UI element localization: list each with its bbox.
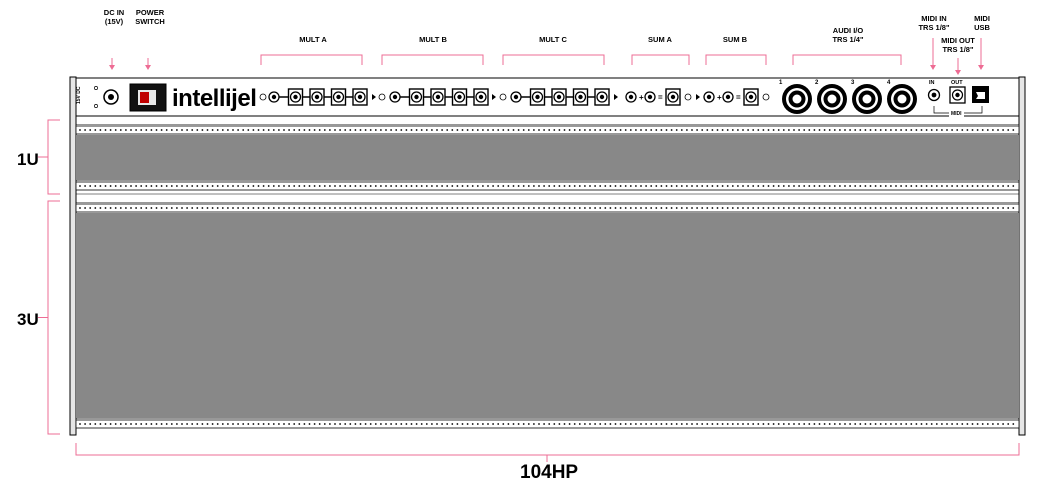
sum-a-plus: + [639,93,644,102]
rail-1u-bottom-holes [79,185,1015,187]
dc-in-arrow-head [109,65,115,70]
jack-number-1: 1 [779,80,783,86]
mult-a-jack-3-core [314,94,320,100]
rail-3u-bottom-holes [79,423,1015,425]
sum-b-plus: + [717,93,722,102]
mult-c-jack-5-core [599,94,605,100]
mult-c-jack-3-core [556,94,562,100]
sum-a-equals: = [658,93,663,102]
audio-jack-2-hole [827,94,837,104]
midi-usb-arrow-head [978,65,984,70]
mult-a-led [259,93,267,101]
sum-b-in-2-core [725,94,731,100]
mult-b-led [378,93,386,101]
row-1u-bracket [47,119,60,195]
mult-b-jack-1-core [392,94,398,100]
sum-a-in-2-core [647,94,653,100]
dc-polarity-plus [94,86,98,90]
sum-a-in-1-core [628,94,634,100]
sum-b-in-1-core [706,94,712,100]
sum-a-led [684,93,692,101]
mult-b-jack-3-core [435,94,441,100]
mult-a-jack-1-core [271,94,277,100]
width-hp-label: 104HP [520,462,579,483]
row-1u-label: 1U [17,150,39,169]
sum-b-label: SUM B [722,35,748,44]
rail-1u-bottom [75,180,1020,191]
sum-a-bracket [631,54,690,65]
midi-in-arrow-head [930,65,936,70]
sum-b-bracket [705,54,767,65]
mult-c-label: MULT C [539,35,567,44]
mult-a-jack-4-core [336,94,341,100]
row-3u-bracket [47,200,60,435]
dc-in-label: DC IN(15V) [103,8,125,26]
jack-number-2: 2 [815,80,819,86]
sum-b-out-core [748,94,754,100]
left-case-post [69,76,77,436]
rail-1u-top-holes [79,129,1015,131]
mult-b-jack-4-core [457,94,462,100]
mult-b-jack-5-core [478,94,484,100]
mult-c-led [499,93,507,101]
power-switch-indicator [140,92,149,103]
mult-a-arrow [372,94,376,100]
jack-number-3: 3 [851,80,855,86]
mult-c-jack-4-core [578,94,583,100]
mult-a-jack-2-core [293,94,298,100]
sum-b-equals: = [736,93,741,102]
dc-jack-core [108,94,114,100]
mult-b-label: MULT B [419,35,447,44]
rail-3u-top-holes [79,207,1015,209]
audio-jack-4-hole [897,94,907,104]
rail-3u-bottom [75,418,1020,429]
mult-c-bracket [502,54,605,65]
midi-in-jack-core [931,92,937,98]
midi-in-panel-label: IN [929,80,935,86]
rail-3u-top [75,202,1020,213]
mult-c-jack-2-core [535,94,540,100]
row-3u-label: 3U [17,310,39,329]
sum-a-out-core [670,94,676,100]
mult-b-bracket [381,54,484,65]
mult-a-label: MULT A [299,35,327,44]
width-hp-bracket [75,443,1020,456]
right-case-post [1018,76,1026,436]
sum-a-label: SUM A [648,35,672,44]
power-switch-arrow-head [145,65,151,70]
jack-number-4: 4 [887,80,891,86]
sum-b-led [762,93,770,101]
midi-out-arrow-head [955,70,961,75]
midi-group-label: MIDI [949,111,964,117]
mult-b-jack-2-core [414,94,419,100]
audio-jack-3-hole [862,94,872,104]
sum-a-arrow [696,94,700,100]
midi-usb-port-shape [976,92,985,99]
audio-io-bracket [792,54,902,65]
row-3u-area [76,213,1019,418]
dc-polarity-minus [94,104,98,108]
mult-c-arrow [614,94,618,100]
mult-a-jack-5-core [357,94,363,100]
brand-logo: intellijel [172,85,257,112]
power-marking: 15V DC [76,86,82,104]
midi-out-jack-core [955,92,960,98]
mult-a-bracket [260,54,363,65]
audio-jack-1-hole [792,94,802,104]
midi-out-panel-label: OUT [951,80,963,86]
rail-1u-top [75,124,1020,135]
mult-c-jack-1-core [513,94,519,100]
mult-b-arrow [492,94,496,100]
row-1u-area [76,135,1019,180]
